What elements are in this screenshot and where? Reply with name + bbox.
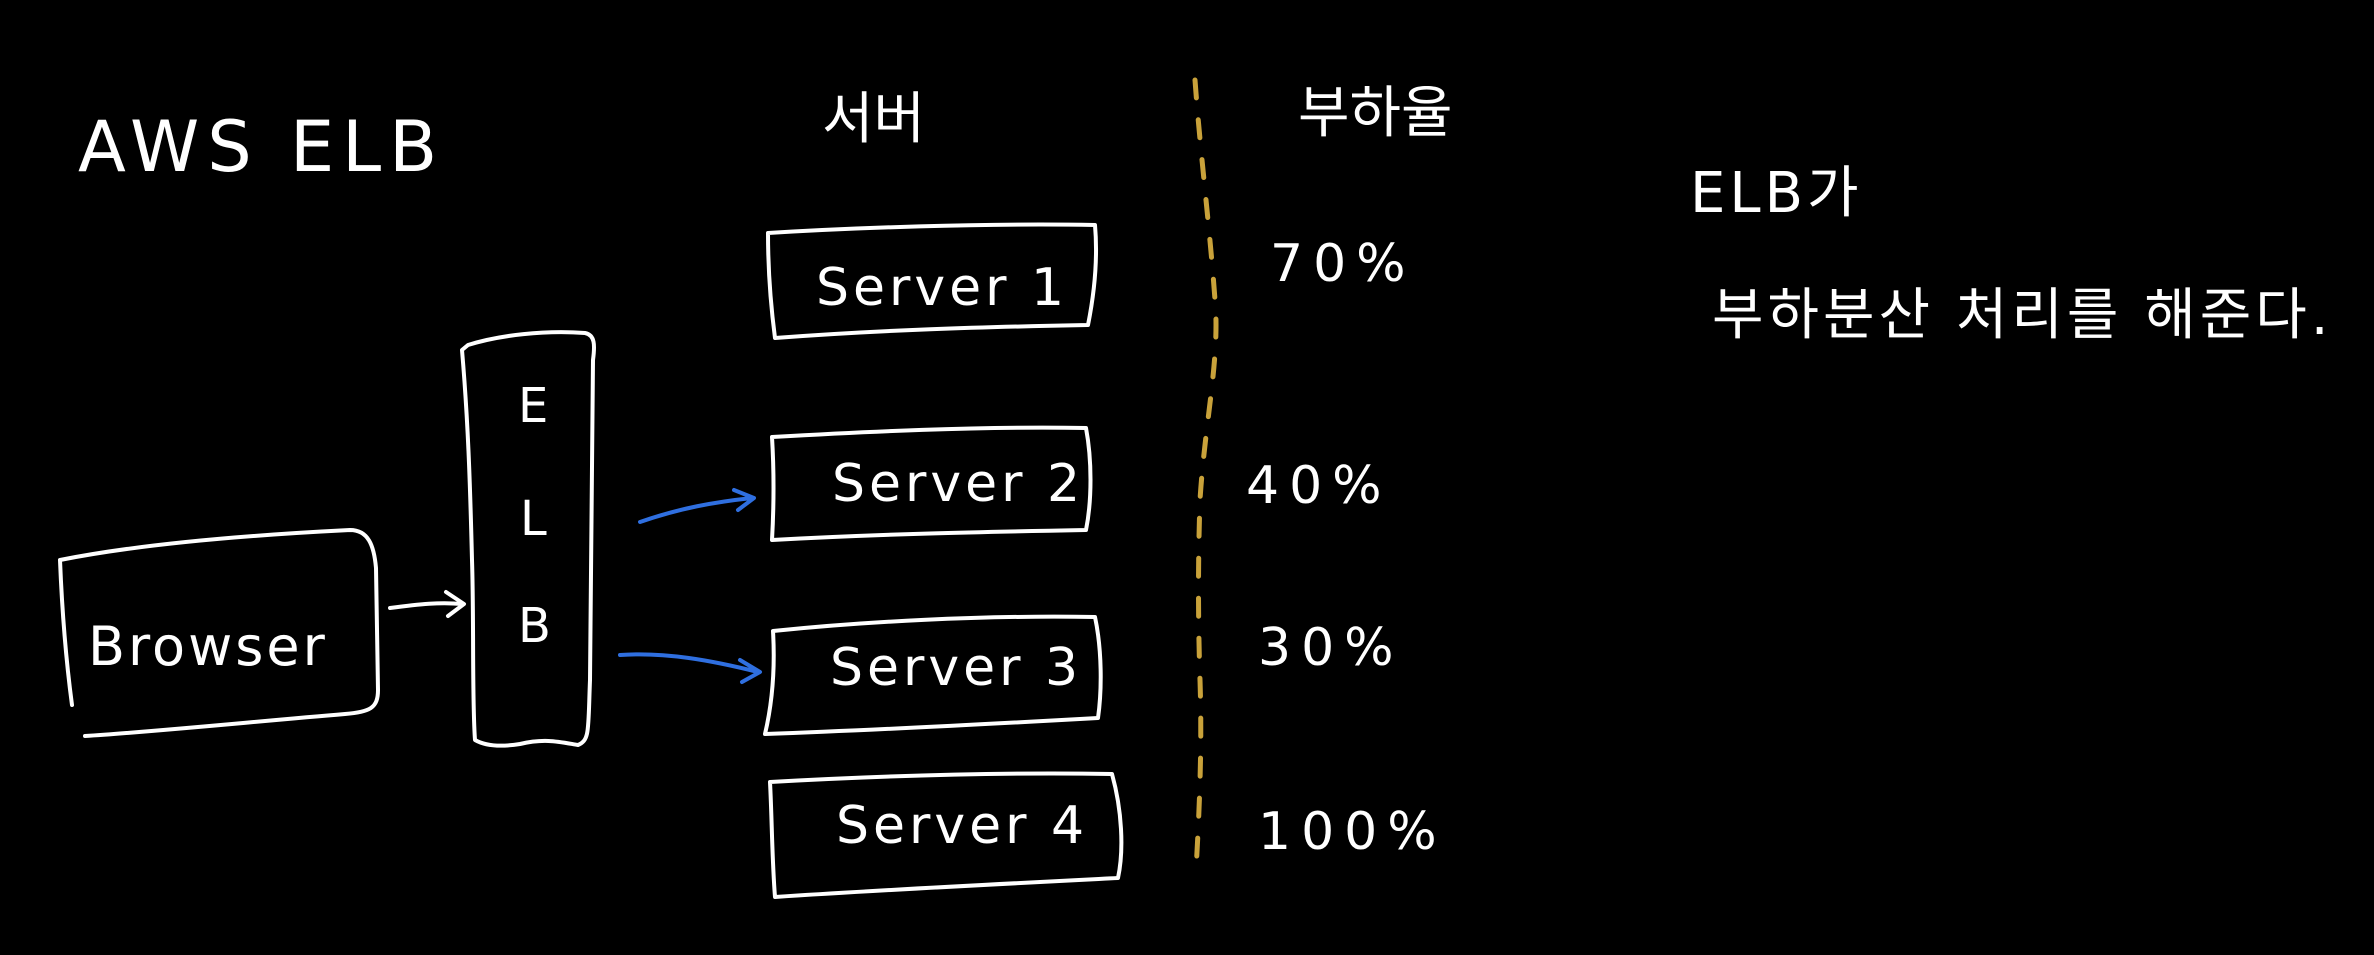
servers-header: 서버 bbox=[822, 87, 926, 152]
divider-line bbox=[1192, 77, 1219, 873]
server-3-load: 30% bbox=[1258, 618, 1404, 678]
elb-letter-l: L bbox=[520, 491, 547, 547]
elb-box bbox=[460, 330, 596, 748]
server-3-box bbox=[763, 614, 1103, 736]
note-line-1: ELB가 bbox=[1690, 161, 1863, 226]
browser-box bbox=[58, 528, 380, 738]
server-1-load: 70% bbox=[1270, 234, 1416, 294]
elb-letter-e: E bbox=[518, 378, 549, 434]
load-header: 부하율 bbox=[1298, 81, 1453, 146]
elb-to-server-3-arrow bbox=[618, 652, 762, 684]
elb-to-server-2-arrow bbox=[638, 488, 756, 524]
server-3-label: Server 3 bbox=[830, 638, 1083, 698]
note-line-2: 부하분산 처리를 해준다. bbox=[1712, 283, 2333, 348]
elb-letter-b: B bbox=[518, 598, 551, 654]
server-2-load: 40% bbox=[1246, 456, 1392, 516]
server-2-box bbox=[770, 425, 1093, 542]
server-4-box bbox=[768, 771, 1124, 899]
page-title: AWS ELB bbox=[78, 106, 446, 188]
server-2-label: Server 2 bbox=[832, 454, 1085, 514]
browser-label: Browser bbox=[88, 615, 328, 678]
server-1-label: Server 1 bbox=[816, 258, 1069, 318]
server-4-label: Server 4 bbox=[836, 796, 1089, 856]
server-4-load: 100% bbox=[1258, 802, 1447, 862]
browser-to-elb-arrow bbox=[388, 590, 466, 618]
server-1-box bbox=[766, 222, 1098, 340]
